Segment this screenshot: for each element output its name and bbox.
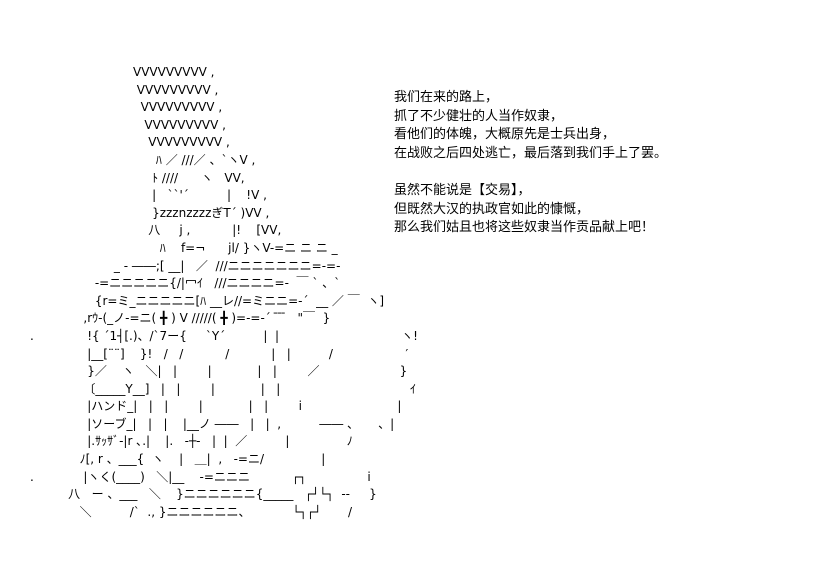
dialogue-line: 看他们的体魄，大概原先是士兵出身， xyxy=(394,127,616,143)
ascii-art-line: VVVVVVVVV , xyxy=(30,117,226,132)
ascii-art-line: ＼ /` ., }ニニニニニニ、 └┐┌┘ / xyxy=(30,504,353,519)
dialogue-block: 我们在来的路上， 抓了不少健壮的人当作奴隶， 看他们的体魄，大概原先是士兵出身，… xyxy=(394,89,667,238)
ascii-art-line: 八 j , |! [VV, xyxy=(30,223,282,238)
ascii-art-line: ﾊ ／ ///／ 、`ヽV , xyxy=(30,152,256,167)
ascii-art-line: VVVVVVVVV , xyxy=(30,65,215,79)
ascii-art-line: VVVVVVVVV , xyxy=(30,82,219,97)
ascii-art-line: }zzznzzzzぎT´ )VV , xyxy=(30,205,270,220)
ascii-art-line: ﾉ[, r 、___{ ヽ | ＿| , -=ニ/ | xyxy=(30,452,326,467)
dialogue-line: 我们在来的路上， xyxy=(394,90,499,105)
ascii-art-line: }／ ヽ ＼| | | | | ／ } xyxy=(30,364,408,379)
ascii-art-line: . !{ ´1┤[.)、/`7ー{ `Y´ | | ヽ! xyxy=(30,328,418,343)
ascii-art-line: {r=ミ_ニニニニニ[ﾊ __レ//=ミニニ=-´ __ ／ ￣ ヽ] xyxy=(30,293,385,308)
paragraph-gap xyxy=(394,163,667,182)
ascii-art-line: 〔_____Y__] | | | | | ｲ xyxy=(30,381,416,396)
dialogue-paragraph-1: 我们在来的路上， 抓了不少健壮的人当作奴隶， 看他们的体魄，大概原先是士兵出身，… xyxy=(394,89,667,163)
ascii-art-line: . |ヽく(____) ＼|__ -=ニニニ ┌┐ i xyxy=(30,469,371,484)
ascii-art-line: 八 ー 、___ ＼ }ニニニニニニ{_____ ┌┘└┐ -‐ } xyxy=(30,487,377,502)
dialogue-line: 抓了不少健壮的人当作奴隶， xyxy=(394,108,564,124)
dialogue-line: 那么我们姑且也将这些奴隶当作贡品献上吧！ xyxy=(394,220,655,236)
ascii-art-line: ,rｳ-(_ノ-=ニ( ╋ ) V /////( ╋ )=-=-´ ̄ ̄ ̄ … xyxy=(30,311,331,326)
dialogue-line: 虽然不能说是【交易】， xyxy=(394,182,531,198)
ascii-art-figure: VVVVVVVVV , VVVVVVVVV , VVVVVVVVV , VVVV… xyxy=(30,64,418,521)
ascii-art-line: _ - ――;[ __| ／ ///ニニニニニニニ=-=- xyxy=(30,258,341,273)
dialogue-paragraph-2: 虽然不能说是【交易】， 但既然大汉的执政官如此的慷慨， 那么我们姑且也将这些奴隶… xyxy=(394,182,667,238)
ascii-art-line: ﾊ f=¬ jl/ }ヽV-=ニ ニ ニ _ xyxy=(30,240,338,255)
ascii-art-line: |ソーブ_| | | |__ノ ―― | | , ―― 、 、| xyxy=(30,416,395,431)
dialogue-line: 但既然大汉的执政官如此的慷慨， xyxy=(394,201,590,217)
ascii-art-line: |__[¨¨] }! / / / | | / ′ xyxy=(30,346,409,361)
dialogue-line: 在战败之后四处逃亡，最后落到我们手上了罢。 xyxy=(394,145,668,161)
ascii-art-line: ﾄ //// ヽ VV, xyxy=(30,170,245,185)
ascii-art-line: VVVVVVVVV , xyxy=(30,100,223,115)
ascii-art-line: |ハンド_| | | | | | i | xyxy=(30,399,402,414)
ascii-art-line: | ``'´ | !V , xyxy=(30,188,267,203)
ascii-art-line: |.ｻｯｻﾞ-|r ､.| |. -┼- | | ／ | ﾉ xyxy=(30,434,353,449)
ascii-art-line: -=ニニニニニ{/|冖ｲ ///ニニニニ=- ￣ ` 、` xyxy=(30,276,341,291)
ascii-art-line: VVVVVVVVV , xyxy=(30,135,230,150)
